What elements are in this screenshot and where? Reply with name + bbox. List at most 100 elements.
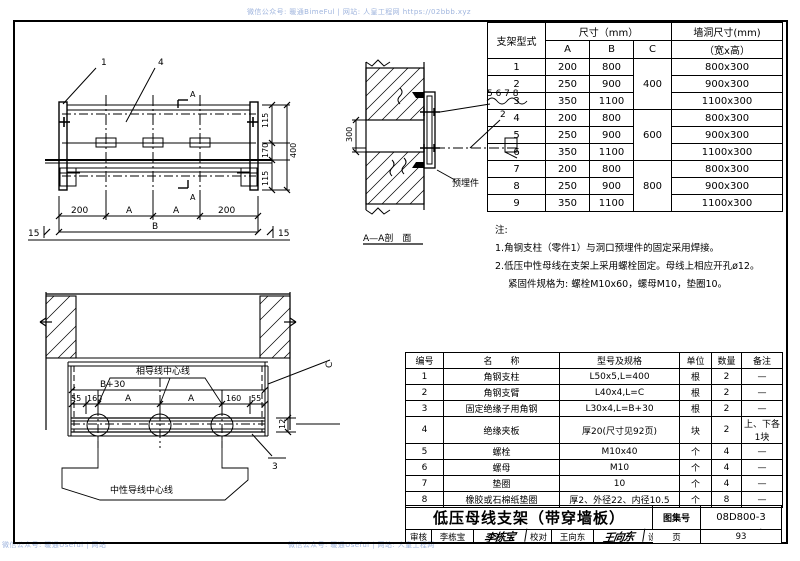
parts-cell-unit: 个 xyxy=(679,491,712,508)
dim-cell-a: 250 xyxy=(545,126,590,144)
dim-cell-type: 1 xyxy=(487,58,546,76)
dim-table-header-row-2: A B C （宽x高） xyxy=(488,40,784,59)
parts-cell-unit: 个 xyxy=(679,475,712,492)
table-row: 8 橡胶或石棉纸垫圈 厚2、外径22、内径10.5 个 8 — xyxy=(405,491,783,508)
parts-cell-qty: 4 xyxy=(711,443,742,460)
parts-header-remark: 备注 xyxy=(741,352,783,369)
note-line-1: 1.角钢支柱（零件1）与洞口预埋件的固定采用焊接。 xyxy=(495,243,720,254)
parts-cell-remark: — xyxy=(741,491,783,508)
parts-cell-spec: L30x4,L=B+30 xyxy=(559,400,680,417)
parts-header-qty: 数量 xyxy=(711,352,742,369)
parts-cell-qty: 4 xyxy=(711,475,742,492)
table-row: 7 垫圈 10 个 4 — xyxy=(405,475,783,492)
parts-cell-unit: 根 xyxy=(679,368,712,385)
dim-cell-wall: 800x300 xyxy=(671,109,784,127)
dim-cell-type: 4 xyxy=(487,109,546,127)
dim-header-size: 尺寸（mm） xyxy=(544,22,673,41)
table-row: 8 250 900 900x300 xyxy=(487,177,784,195)
parts-cell-unit: 个 xyxy=(679,459,712,476)
drawing-title: 低压母线支架（带穿墙板） xyxy=(406,506,653,530)
watermark-top: 微信公众号: 暖通BimeFul | 网站: 人皇工程网 https://02b… xyxy=(247,8,472,16)
parts-cell-spec: L40x4,L=C xyxy=(559,384,680,401)
review-name: 李栋宝 xyxy=(432,530,474,543)
table-row: 3 固定绝缘子用角钢 L30x4,L=B+30 根 2 — xyxy=(405,400,783,417)
dim-cell-wall: 900x300 xyxy=(671,126,784,144)
table-row: 6 螺母 M10 个 4 — xyxy=(405,459,783,476)
dim-cell-type: 3 xyxy=(487,92,546,110)
table-row: 2 角钢支臂 L40x4,L=C 根 2 — xyxy=(405,384,783,401)
parts-cell-qty: 2 xyxy=(711,416,742,444)
dim-cell-a: 250 xyxy=(545,177,590,195)
table-row: 1 角钢支柱 L50x5,L=400 根 2 — xyxy=(405,368,783,385)
parts-cell-qty: 2 xyxy=(711,384,742,401)
parts-cell-name: 角钢支臂 xyxy=(443,384,560,401)
parts-cell-unit: 块 xyxy=(679,416,712,444)
parts-cell-remark: — xyxy=(741,443,783,460)
table-row: 9 350 1100 1100x300 xyxy=(487,194,784,212)
dim-cell-b: 900 xyxy=(589,75,634,93)
table-row: 4 200 800 600 800x300 xyxy=(487,109,784,161)
dim-cell-type: 5 xyxy=(487,126,546,144)
atlas-number-label: 图集号 xyxy=(653,506,701,530)
dim-cell-c: 400 xyxy=(632,58,673,110)
dim-header-b: B xyxy=(589,40,634,59)
parts-cell-unit: 个 xyxy=(679,443,712,460)
dim-cell-type: 2 xyxy=(487,75,546,93)
dim-cell-type: 9 xyxy=(487,194,546,212)
parts-cell-no: 1 xyxy=(405,368,444,385)
note-line-3: 紧固件规格为: 螺栓M10x60，螺母M10，垫圈10。 xyxy=(508,279,728,290)
parts-header-name: 名 称 xyxy=(443,352,560,369)
parts-cell-spec: 10 xyxy=(559,475,680,492)
watermark-bottom-left: 微信公众号: 暖通Useful | 网站 xyxy=(2,541,107,549)
parts-cell-unit: 根 xyxy=(679,400,712,417)
parts-cell-remark: — xyxy=(741,384,783,401)
page-frame xyxy=(13,20,788,544)
dim-cell-wall: 1100x300 xyxy=(671,194,784,212)
parts-table: 编号 名 称 型号及规格 单位 数量 备注 1 角钢支柱 L50x5,L=400… xyxy=(405,352,783,508)
dim-cell-a: 200 xyxy=(545,58,590,76)
dimension-table: 支架型式 尺寸（mm） 墙洞尺寸(mm) A B C （宽x高） 1 200 8… xyxy=(487,22,784,212)
table-row: 5 螺栓 M10x40 个 4 — xyxy=(405,443,783,460)
dim-table-header-row-1: 支架型式 尺寸（mm） 墙洞尺寸(mm) xyxy=(487,22,784,59)
dim-cell-wall: 900x300 xyxy=(671,177,784,195)
dim-header-wall: 墙洞尺寸(mm) xyxy=(671,22,784,41)
dim-cell-wall: 800x300 xyxy=(671,160,784,178)
dim-cell-a: 200 xyxy=(545,160,590,178)
parts-cell-name: 角钢支柱 xyxy=(443,368,560,385)
parts-cell-name: 螺栓 xyxy=(443,443,560,460)
table-row: 7 200 800 800 800x300 xyxy=(487,160,784,212)
dim-cell-b: 800 xyxy=(589,109,634,127)
page-value: 93 xyxy=(701,530,781,543)
parts-cell-qty: 2 xyxy=(711,400,742,417)
parts-cell-remark: — xyxy=(741,475,783,492)
dim-header-c: C xyxy=(632,40,673,59)
dim-header-type: 支架型式 xyxy=(487,22,546,59)
parts-cell-unit: 根 xyxy=(679,384,712,401)
dim-cell-b: 900 xyxy=(589,126,634,144)
dim-cell-b: 1100 xyxy=(589,194,634,212)
parts-cell-spec: 厚20(尺寸见92页) xyxy=(559,416,680,444)
parts-header-unit: 单位 xyxy=(679,352,712,369)
dim-cell-a: 350 xyxy=(545,194,590,212)
notes-title: 注: xyxy=(495,225,508,236)
parts-cell-no: 6 xyxy=(405,459,444,476)
parts-cell-remark: — xyxy=(741,459,783,476)
parts-cell-name: 固定绝缘子用角钢 xyxy=(443,400,560,417)
dim-cell-b: 800 xyxy=(589,58,634,76)
parts-cell-no: 8 xyxy=(405,491,444,508)
parts-cell-spec: L50x5,L=400 xyxy=(559,368,680,385)
dim-cell-b: 1100 xyxy=(589,143,634,161)
parts-cell-spec: M10x40 xyxy=(559,443,680,460)
parts-cell-no: 2 xyxy=(405,384,444,401)
watermark-bottom: 微信公众号: 暖通Useful | 网站: 人皇工程网 xyxy=(288,541,435,549)
dim-cell-b: 800 xyxy=(589,160,634,178)
dim-cell-wall: 1100x300 xyxy=(671,143,784,161)
parts-cell-no: 7 xyxy=(405,475,444,492)
atlas-number-value: 08D800-3 xyxy=(701,506,781,530)
review-label: 审核 xyxy=(406,530,432,543)
dim-cell-a: 350 xyxy=(545,143,590,161)
parts-cell-no: 5 xyxy=(405,443,444,460)
table-row: 6 350 1100 1100x300 xyxy=(487,143,784,161)
notes-block: 注: 1.角钢支柱（零件1）与洞口预埋件的固定采用焊接。 2.低压中性母线在支架… xyxy=(495,222,785,294)
dim-cell-b: 1100 xyxy=(589,92,634,110)
